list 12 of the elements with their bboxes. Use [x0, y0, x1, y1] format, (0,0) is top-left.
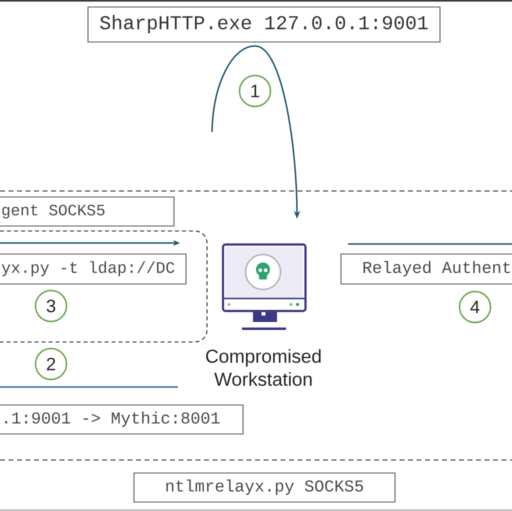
- device-caption: Compromised Workstation: [206, 349, 321, 386]
- command-box: gent SOCKS5: [0, 196, 175, 227]
- dashed-group-box: [0, 230, 208, 343]
- callout-number: 2: [34, 348, 68, 380]
- command-box: ntlmrelayx.py SOCKS5: [133, 472, 396, 503]
- callout-number: 1: [238, 74, 272, 108]
- callout-number: 4: [458, 290, 492, 324]
- command-box: .1:9001 -> Mythic:8001: [0, 404, 244, 435]
- command-box: yx.py -t ldap://DC: [0, 253, 187, 285]
- callout-number: 3: [34, 290, 68, 322]
- command-box: SharpHTTP.exe 127.0.0.1:9001: [87, 6, 441, 43]
- command-box: Relayed Authent: [340, 253, 512, 285]
